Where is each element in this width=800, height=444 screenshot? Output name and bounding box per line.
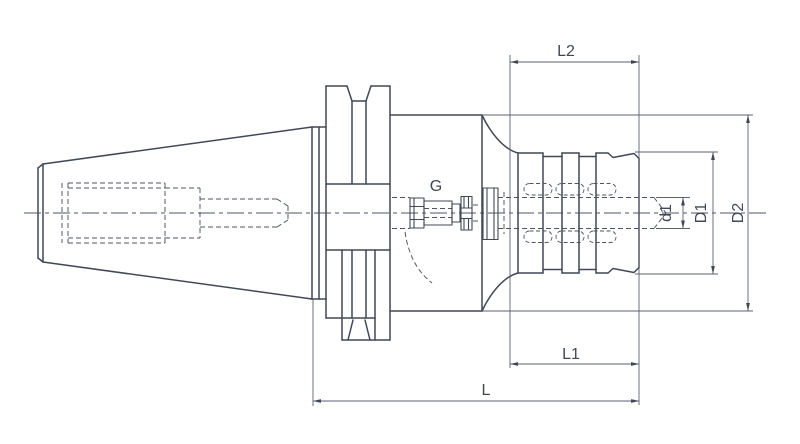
label-l: L — [482, 382, 491, 399]
label-g: G — [430, 178, 442, 195]
tool-bore-hidden — [392, 192, 667, 284]
coolant-slots-hidden — [523, 183, 617, 243]
taper-shank — [37, 126, 313, 300]
label-l1: L1 — [562, 346, 580, 363]
body-neck — [389, 114, 483, 312]
taper-internal-bore-hidden — [61, 182, 289, 244]
label-l2: L2 — [557, 43, 575, 60]
dimension-l1: L1 — [510, 346, 639, 366]
adjusting-screw — [409, 187, 499, 241]
dimension-d1: d1 — [656, 197, 690, 229]
gauge-ring — [311, 126, 327, 300]
thread-label-g: G — [430, 178, 442, 195]
label-D2: D2 — [730, 203, 747, 224]
dimension-D2: D2 — [482, 114, 753, 312]
label-d1: d1 — [658, 204, 675, 222]
flange — [325, 85, 391, 341]
dimension-l: L — [312, 299, 639, 406]
dimension-D1: D1 — [635, 151, 718, 275]
dimension-l2: L2 — [509, 43, 640, 405]
label-D1: D1 — [693, 203, 710, 224]
body-cone — [481, 114, 519, 312]
